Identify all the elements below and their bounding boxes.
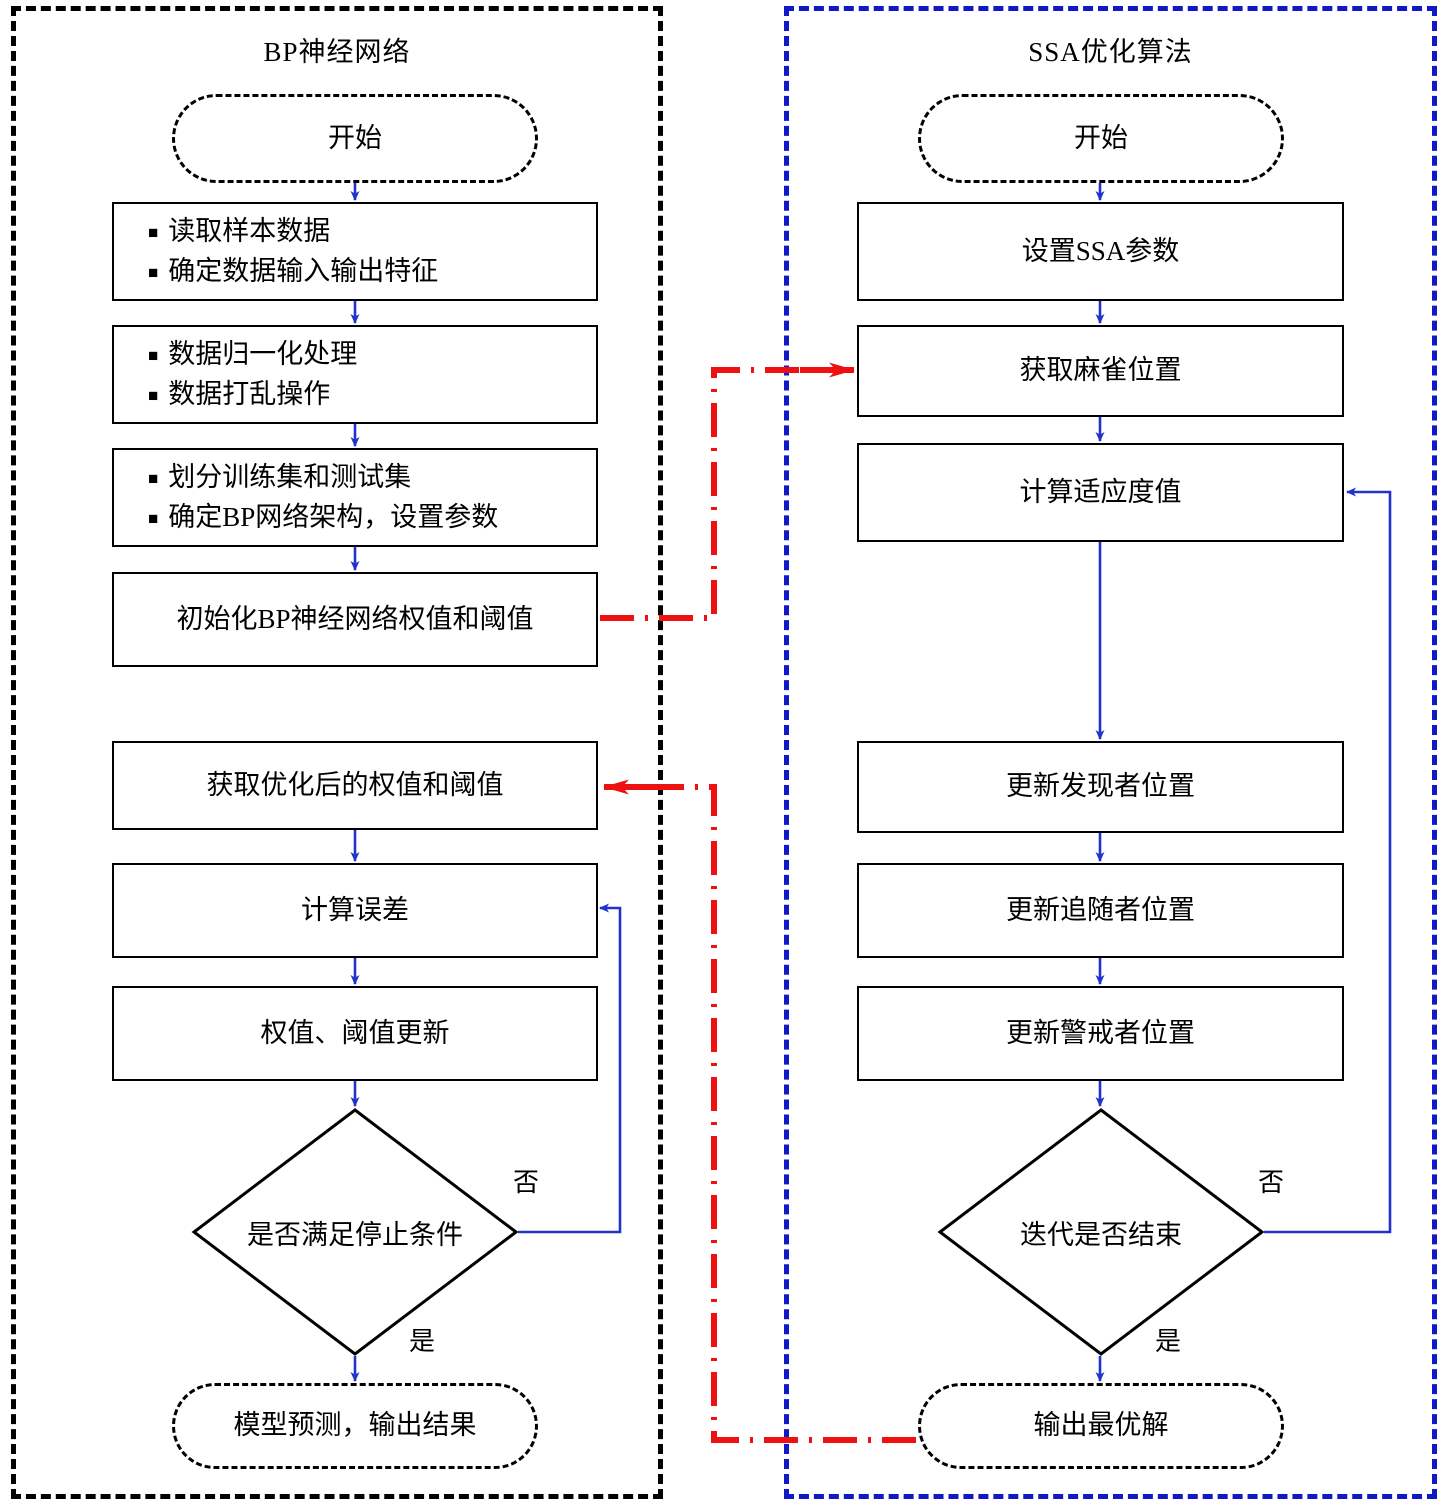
node-right-start-label: 开始 (1074, 122, 1128, 153)
node-left-init-weights-label: 初始化BP神经网络权值和阈值 (176, 603, 534, 634)
node-left-read-data-list: 读取样本数据 确定数据输入输出特征 (114, 212, 596, 290)
panel-right-title: SSA优化算法 (1028, 37, 1193, 67)
node-left-start[interactable]: 开始 (172, 94, 538, 183)
node-right-end-label: 输出最优解 (1033, 1410, 1169, 1441)
node-left-normalize-list: 数据归一化处理 数据打乱操作 (114, 335, 596, 413)
node-left-read-data[interactable]: 读取样本数据 确定数据输入输出特征 (112, 202, 598, 301)
node-left-read-data-line1: 读取样本数据 (148, 212, 596, 251)
node-right-set-params[interactable]: 设置SSA参数 (857, 202, 1344, 301)
node-left-normalize[interactable]: 数据归一化处理 数据打乱操作 (112, 325, 598, 424)
node-left-calc-error[interactable]: 计算误差 (112, 863, 598, 958)
node-right-set-params-label: 设置SSA参数 (1021, 235, 1180, 266)
node-right-get-position[interactable]: 获取麻雀位置 (857, 325, 1344, 417)
node-right-update-discoverer-label: 更新发现者位置 (1006, 771, 1195, 802)
node-right-update-follower-label: 更新追随者位置 (1006, 894, 1195, 925)
node-right-calc-fitness-label: 计算适应度值 (1019, 476, 1182, 507)
edge-label-left-yes: 是 (409, 1327, 436, 1356)
node-right-end[interactable]: 输出最优解 (918, 1383, 1284, 1469)
node-left-normalize-line1: 数据归一化处理 (148, 335, 596, 374)
node-right-get-position-label: 获取麻雀位置 (1019, 355, 1182, 386)
node-left-get-optimized-label: 获取优化后的权值和阈值 (206, 769, 504, 800)
panel-bp-neural-network (11, 6, 663, 1499)
node-right-decision[interactable]: 迭代是否结束 (937, 1108, 1265, 1356)
edge-label-left-no: 否 (513, 1168, 540, 1197)
node-left-update-weights-label: 权值、阈值更新 (260, 1017, 450, 1048)
node-right-update-scout-label: 更新警戒者位置 (1006, 1017, 1195, 1048)
node-left-read-data-line2: 确定数据输入输出特征 (148, 252, 596, 291)
node-left-split-dataset-list: 划分训练集和测试集 确定BP网络架构，设置参数 (114, 458, 596, 536)
edge-label-right-no: 否 (1258, 1168, 1285, 1197)
node-left-get-optimized[interactable]: 获取优化后的权值和阈值 (112, 741, 598, 830)
node-right-start[interactable]: 开始 (918, 94, 1284, 183)
node-left-split-dataset-line1: 划分训练集和测试集 (148, 458, 596, 497)
node-left-start-label: 开始 (328, 122, 382, 153)
node-left-end-label: 模型预测，输出结果 (233, 1410, 477, 1441)
node-left-end[interactable]: 模型预测，输出结果 (172, 1383, 538, 1469)
node-right-calc-fitness[interactable]: 计算适应度值 (857, 443, 1344, 542)
panel-left-title: BP神经网络 (263, 37, 411, 67)
node-right-update-follower[interactable]: 更新追随者位置 (857, 863, 1344, 958)
node-right-update-discoverer[interactable]: 更新发现者位置 (857, 741, 1344, 833)
node-left-decision[interactable]: 是否满足停止条件 (191, 1108, 519, 1356)
node-left-split-dataset-line2: 确定BP网络架构，设置参数 (148, 498, 596, 537)
node-left-normalize-line2: 数据打乱操作 (148, 375, 596, 414)
node-left-calc-error-label: 计算误差 (301, 894, 409, 925)
node-left-init-weights[interactable]: 初始化BP神经网络权值和阈值 (112, 572, 598, 667)
node-right-update-scout[interactable]: 更新警戒者位置 (857, 986, 1344, 1081)
panel-ssa-optimization (784, 6, 1437, 1499)
edge-label-right-yes: 是 (1155, 1327, 1182, 1356)
node-left-split-dataset[interactable]: 划分训练集和测试集 确定BP网络架构，设置参数 (112, 448, 598, 547)
node-left-update-weights[interactable]: 权值、阈值更新 (112, 986, 598, 1081)
